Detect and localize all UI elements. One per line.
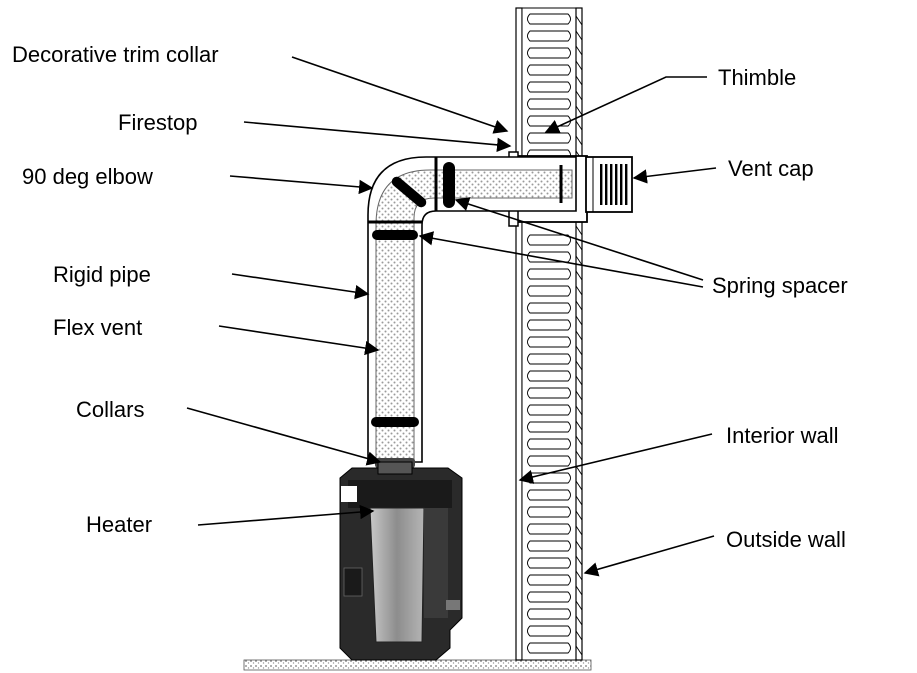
flex-vent bbox=[375, 169, 573, 463]
vent-cap bbox=[585, 156, 633, 213]
label-flex-vent: Flex vent bbox=[53, 315, 142, 340]
elbow-spring-spacer bbox=[391, 176, 427, 208]
leader-thimble bbox=[544, 76, 707, 134]
label-collars: Collars bbox=[76, 397, 144, 422]
leader-flex-vent bbox=[218, 325, 380, 356]
label-thimble: Thimble bbox=[718, 65, 796, 90]
interior-wall-surface bbox=[515, 7, 523, 661]
label-spring-spacer: Spring spacer bbox=[712, 273, 848, 298]
label-heater: Heater bbox=[86, 512, 152, 537]
label-vent-cap: Vent cap bbox=[728, 156, 814, 181]
spring-spacer-horizontal bbox=[443, 162, 455, 208]
label-decorative-trim-collar: Decorative trim collar bbox=[12, 42, 219, 67]
wall-assembly bbox=[515, 7, 583, 661]
wall-insulation bbox=[527, 13, 571, 654]
leader-rigid-pipe bbox=[231, 273, 370, 300]
leader-vent-cap bbox=[632, 167, 717, 184]
leader-spring-spacer-upper bbox=[454, 197, 704, 281]
leader-spring-spacer-lower bbox=[418, 231, 704, 288]
floor bbox=[243, 659, 592, 671]
leader-lines bbox=[186, 56, 717, 577]
label-outside-wall: Outside wall bbox=[726, 527, 846, 552]
labels: Decorative trim collar Firestop 90 deg e… bbox=[12, 42, 848, 552]
leader-firestop bbox=[243, 121, 512, 153]
label-firestop: Firestop bbox=[118, 110, 197, 135]
leader-interior-wall bbox=[518, 433, 713, 484]
leader-decorative-trim-collar bbox=[291, 56, 509, 134]
leader-outside-wall bbox=[583, 535, 715, 577]
leader-heater bbox=[197, 504, 375, 526]
outside-wall-surface bbox=[575, 7, 583, 661]
heater bbox=[339, 461, 463, 661]
flex-collar bbox=[371, 417, 419, 427]
label-elbow: 90 deg elbow bbox=[22, 164, 153, 189]
outside-siding bbox=[575, 15, 583, 656]
label-interior-wall: Interior wall bbox=[726, 423, 838, 448]
spring-spacer-vertical bbox=[372, 230, 418, 240]
leader-collars bbox=[186, 407, 382, 466]
label-rigid-pipe: Rigid pipe bbox=[53, 262, 151, 287]
leader-elbow bbox=[229, 175, 374, 195]
